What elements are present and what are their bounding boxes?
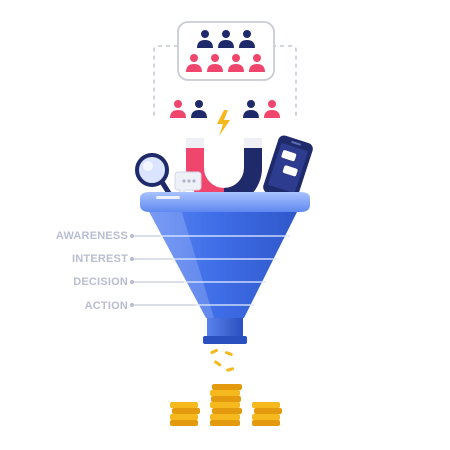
funnel xyxy=(140,192,310,344)
stage-label-action: ACTION xyxy=(84,300,128,312)
audience-group-icon xyxy=(177,21,275,81)
chat-bubble-icon xyxy=(174,171,202,197)
magnifier-icon xyxy=(135,153,175,201)
magnet-icon xyxy=(186,138,262,206)
audience-connectors xyxy=(153,45,297,118)
stage-label-awareness: AWARENESS xyxy=(55,230,128,242)
stage-label-interest: INTEREST xyxy=(72,253,128,265)
stage-connectors xyxy=(129,233,196,308)
person-icon xyxy=(170,100,280,118)
lightning-icon xyxy=(217,110,230,136)
falling-coins xyxy=(210,348,235,372)
coin-stack-icon xyxy=(170,384,282,426)
smartphone-icon xyxy=(263,135,313,201)
stage-label-decision: DECISION xyxy=(73,276,128,288)
